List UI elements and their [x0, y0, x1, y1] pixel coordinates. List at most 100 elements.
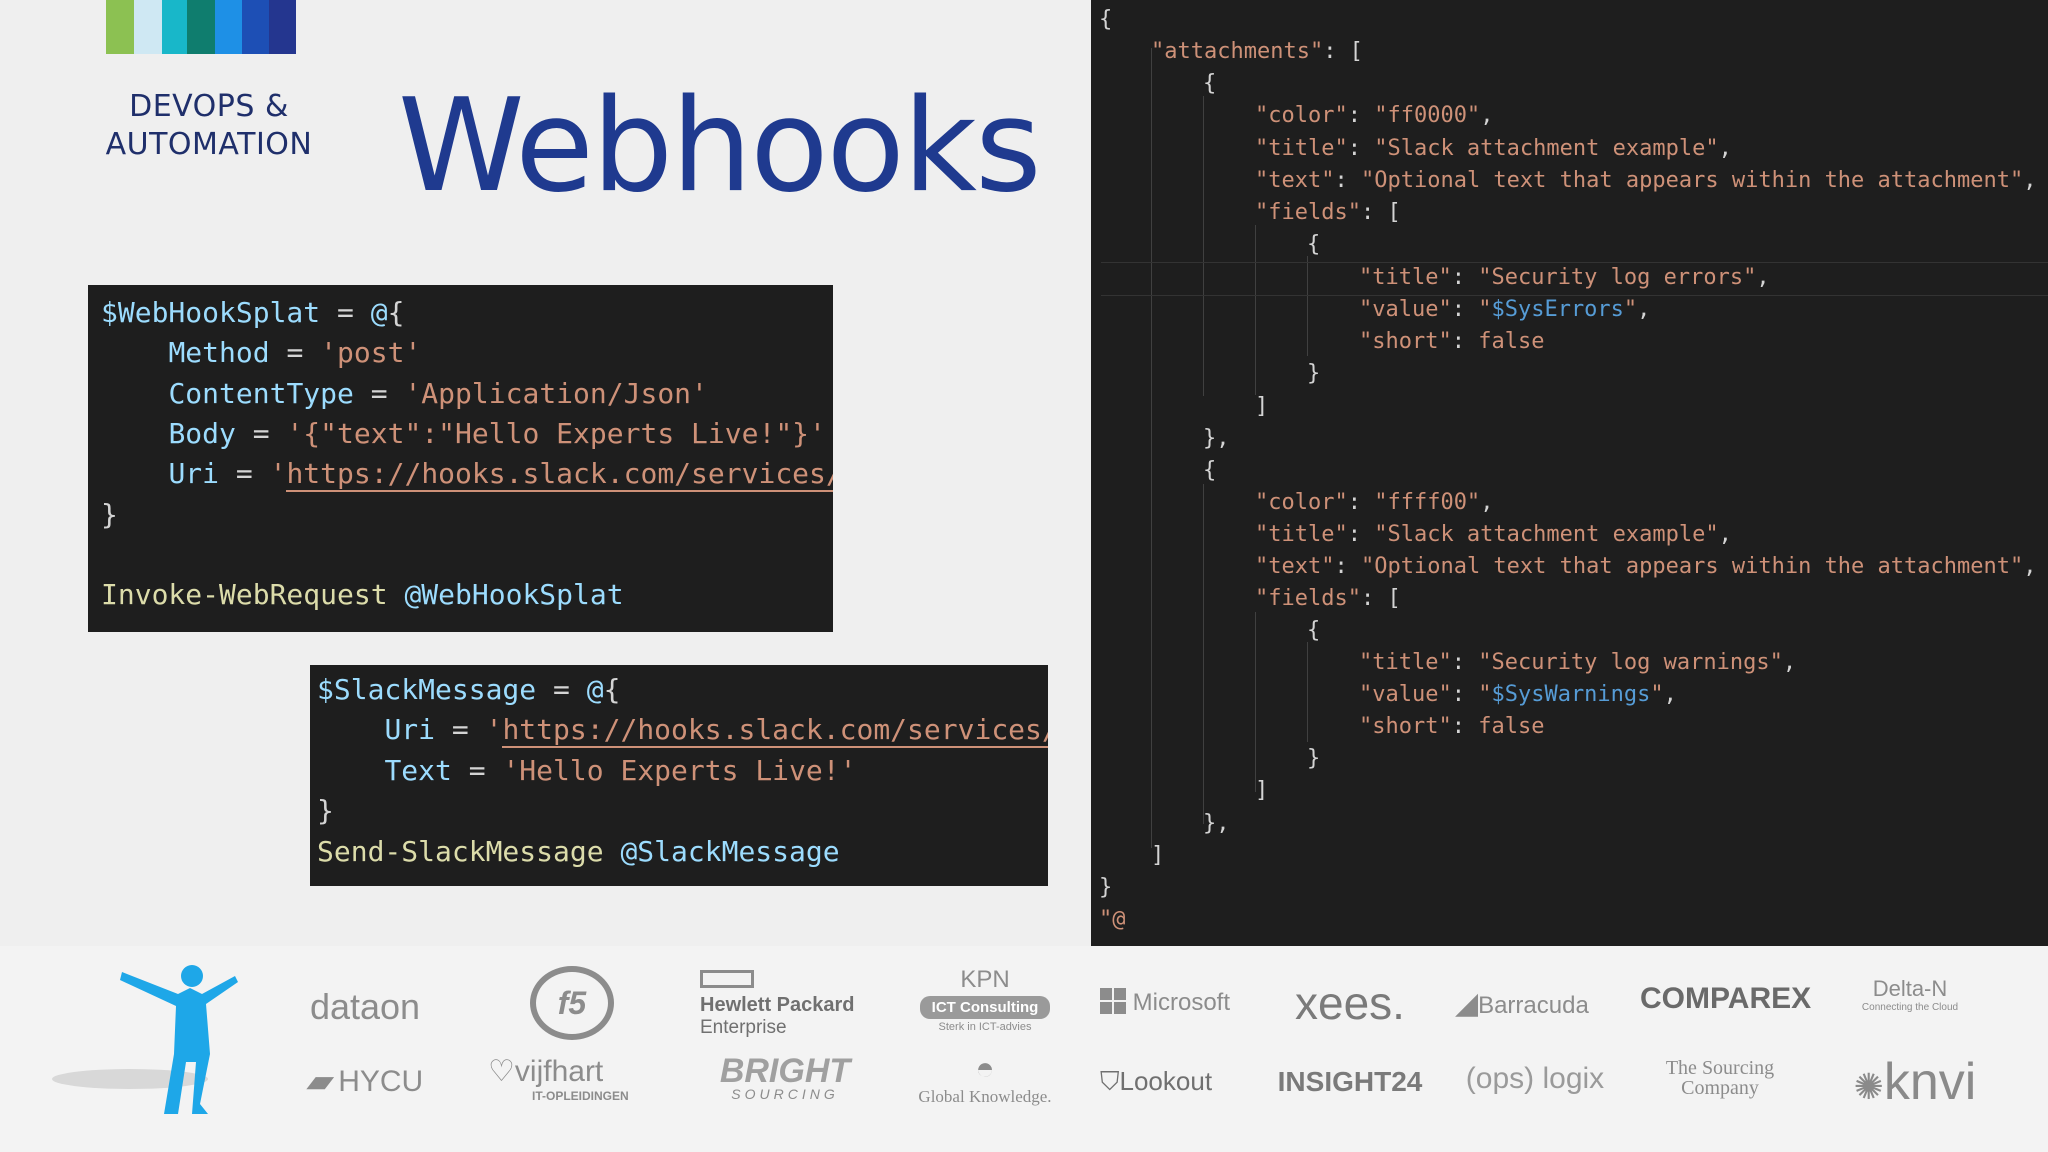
json-key: "text" — [1255, 554, 1335, 579]
json-value: false — [1478, 714, 1545, 739]
json-key: "fields" — [1255, 200, 1361, 225]
json-value: "Slack attachment example" — [1374, 522, 1719, 547]
json-key: "short" — [1359, 329, 1452, 354]
logo-global-knowledge: ◓ Global Knowledge. — [905, 1050, 1065, 1107]
json-value: "Security log warnings" — [1478, 650, 1783, 675]
json-variable: $SysWarnings — [1491, 682, 1651, 707]
code-var: $WebHookSplat — [101, 296, 321, 329]
code-block-slack-message: $SlackMessage = @{ Uri = 'https://hooks.… — [310, 665, 1048, 886]
json-key: "text" — [1255, 168, 1335, 193]
code-key: Method — [168, 336, 270, 369]
json-key: "title" — [1255, 522, 1348, 547]
microsoft-windows-icon — [1100, 988, 1126, 1014]
code-url-link[interactable]: https://hooks.slack.com/services/T — [286, 457, 833, 492]
code-splat: @WebHookSplat — [404, 578, 624, 611]
sourcing-line2: Company — [1681, 1077, 1759, 1099]
logo-kpn: KPN ICT Consulting Sterk in ICT-advies — [920, 966, 1050, 1033]
stripe-blue — [215, 0, 242, 54]
json-here-string-end: "@ — [1099, 907, 1126, 932]
logo-opslogix: (ops) logix — [1465, 1062, 1605, 1095]
json-value: "Security log errors" — [1478, 265, 1757, 290]
code-command: Send-SlackMessage — [317, 835, 604, 868]
barracuda-text: Barracuda — [1478, 992, 1589, 1019]
deltan-text: Delta-N — [1872, 976, 1948, 1001]
logo-insight24: INSIGHT24 — [1277, 1066, 1423, 1097]
json-key: "color" — [1255, 103, 1348, 128]
json-value: "Slack attachment example" — [1374, 136, 1719, 161]
microsoft-text: Microsoft — [1132, 989, 1231, 1016]
kpn-text: KPN — [960, 966, 1010, 993]
brand-text: DEVOPS & AUTOMATION — [104, 88, 314, 164]
hpe-line2: Enterprise — [700, 1017, 787, 1038]
logo-hpe: Hewlett Packard Enterprise — [700, 970, 870, 1039]
code-block-webhook-splat: $WebHookSplat = @{ Method = 'post' Conte… — [88, 285, 833, 632]
stripe-green — [106, 0, 134, 54]
json-key: "attachments" — [1151, 39, 1324, 64]
logo-dataon: dataon — [309, 986, 421, 1027]
logo-sourcing-company: The Sourcing Company — [1640, 1058, 1800, 1098]
logo-bright-sourcing: BRIGHT SOURCING — [710, 1052, 860, 1102]
code-key: Uri — [168, 457, 220, 490]
logo-vijfhart: ♡vijfhart IT-OPLEIDINGEN — [488, 1054, 658, 1103]
knvi-swirl-icon: ✺ — [1853, 1066, 1884, 1107]
json-value: false — [1478, 329, 1545, 354]
hpe-line1: Hewlett Packard — [700, 994, 855, 1016]
json-value: "Optional text that appears within the a… — [1360, 168, 2024, 193]
stripe-cyan — [162, 0, 187, 54]
sourcing-line1: The Sourcing — [1665, 1057, 1775, 1079]
stripe-navy — [269, 0, 296, 54]
sponsor-logos-strip: dataon f5 Hewlett Packard Enterprise KPN… — [0, 946, 2048, 1152]
code-var: $SlackMessage — [317, 673, 537, 706]
json-key: "short" — [1359, 714, 1452, 739]
code-value: 'Application/Json' — [404, 377, 708, 410]
json-value: "Optional text that appears within the a… — [1360, 554, 2024, 579]
code-url-link[interactable]: https://hooks.slack.com/services/T — [502, 713, 1048, 748]
gk-text: Global Knowledge. — [918, 1087, 1052, 1106]
vijfhart-text: vijfhart — [514, 1055, 604, 1088]
celebrating-person-figure — [52, 965, 238, 1114]
hycu-text: HYCU — [338, 1065, 424, 1098]
json-key: "title" — [1359, 650, 1452, 675]
json-key: "title" — [1359, 265, 1452, 290]
stripe-royal — [242, 0, 269, 54]
vijfhart-sub: IT-OPLEIDINGEN — [532, 1089, 629, 1103]
kpn-badge: ICT Consulting — [920, 996, 1050, 1019]
logo-delta-n: Delta-N Connecting the Cloud — [1830, 976, 1990, 1013]
logo-microsoft: Microsoft — [1100, 988, 1240, 1017]
gk-globe-icon: ◓ — [975, 1050, 995, 1086]
logo-lookout: ⛉Lookout — [1100, 1066, 1240, 1098]
logo-barracuda: ◢Barracuda — [1455, 986, 1615, 1021]
kpn-sub: Sterk in ICT-advies — [938, 1021, 1032, 1033]
logo-comparex: COMPAREX — [1640, 982, 1812, 1015]
json-key: "color" — [1255, 490, 1348, 515]
code-key: ContentType — [168, 377, 354, 410]
stripe-teal — [187, 0, 215, 54]
code-value: 'post' — [320, 336, 422, 369]
logo-hycu: ▰ HYCU — [290, 1064, 440, 1099]
json-value: "ff0000" — [1374, 103, 1481, 128]
json-key: "value" — [1359, 297, 1452, 322]
code-value: '{"text":"Hello Experts Live!"}' — [286, 417, 826, 450]
barracuda-fin-icon: ◢ — [1455, 987, 1479, 1020]
json-key: "fields" — [1255, 586, 1361, 611]
brand-line2: AUTOMATION — [105, 127, 313, 162]
lookout-shield-icon: ⛉ — [1100, 1066, 1120, 1096]
brand-line1: DEVOPS & — [129, 89, 289, 124]
logo-xees: xees. — [1295, 977, 1405, 1029]
deltan-sub: Connecting the Cloud — [1861, 1002, 1959, 1013]
code-command: Invoke-WebRequest — [101, 578, 388, 611]
json-value: "ffff00" — [1374, 490, 1481, 515]
json-key: "value" — [1359, 682, 1452, 707]
current-line-highlight — [1101, 262, 2048, 296]
json-code-panel: { "attachments": [ { "color": "ff0000", … — [1091, 0, 2048, 946]
bright-sub: SOURCING — [731, 1086, 839, 1102]
code-key: Body — [168, 417, 236, 450]
json-variable: $SysErrors — [1491, 297, 1624, 322]
vijfhart-heart-icon: ♡ — [488, 1055, 515, 1088]
code-key: Uri — [384, 713, 436, 746]
bright-text: BRIGHT — [719, 1052, 851, 1090]
knvi-text: knvi — [1883, 1053, 1977, 1111]
code-splat: @SlackMessage — [620, 835, 840, 868]
code-value: 'Hello Experts Live!' — [502, 754, 857, 787]
hycu-mark-icon: ▰ — [306, 1065, 330, 1098]
